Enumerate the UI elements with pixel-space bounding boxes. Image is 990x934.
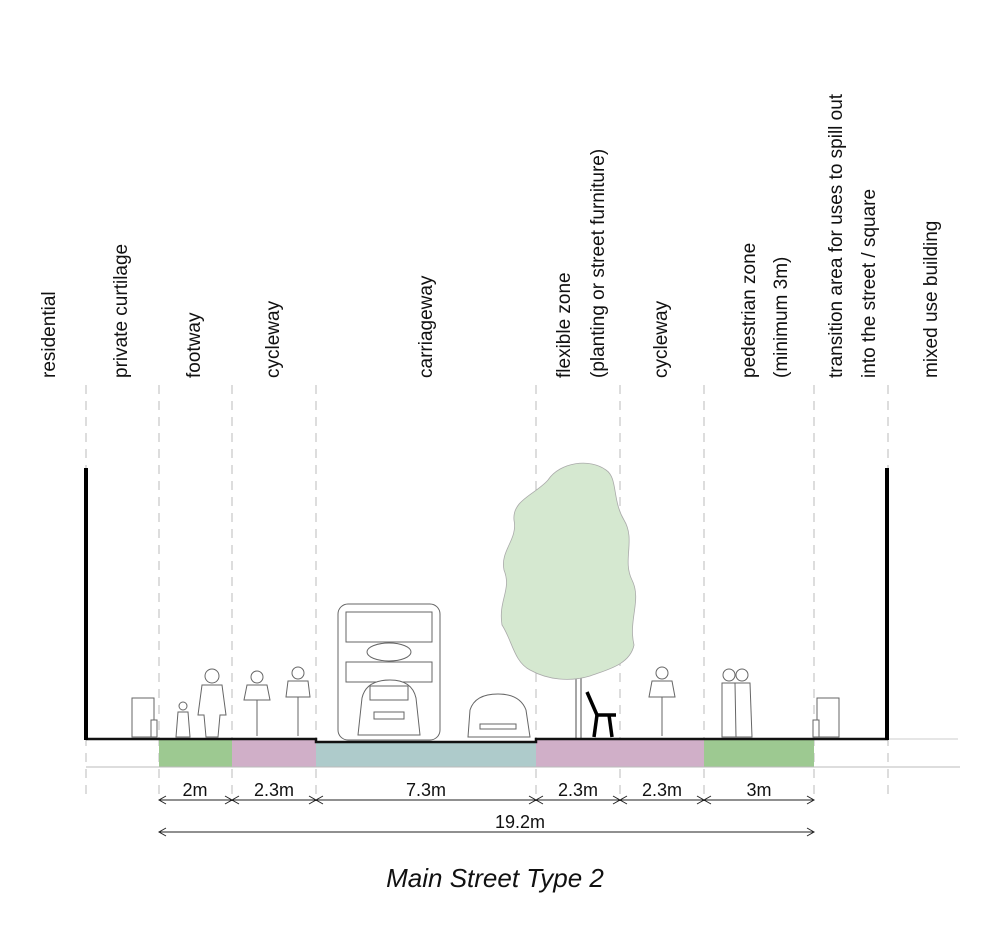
band-carriageway [316,742,536,767]
label-pedestrian-zone-note: (minimum 3m) [771,257,792,378]
label-flexible-zone: flexible zone [554,272,575,378]
cyclist-icon [243,666,676,736]
label-carriageway: carriageway [416,275,437,378]
diagram-title: Main Street Type 2 [386,863,604,893]
dim-carriageway: 7.3m [406,780,446,800]
band-flexible-cycleway [536,740,704,767]
label-transition-area-2: into the street / square [859,189,880,378]
surface-bands [86,738,960,768]
car-small-icon [467,693,531,738]
label-cycleway-left: cycleway [263,300,284,378]
boundary-posts [131,697,840,738]
band-pedestrian-zone [704,740,814,767]
dimension-labels: 2m 2.3m 7.3m 2.3m 2.3m 3m 19.2m [182,780,771,832]
dim-cycleway-left: 2.3m [254,780,294,800]
label-footway: footway [184,312,205,378]
dim-cycleway-right: 2.3m [642,780,682,800]
dim-total: 19.2m [495,812,545,832]
label-residential: residential [39,291,60,378]
car-icon [357,679,421,736]
tree [500,462,637,739]
label-flexible-zone-note: (planting or street furniture) [588,149,609,378]
label-mixed-use: mixed use building [921,221,942,378]
label-cycleway-right: cycleway [651,300,672,378]
dim-flexible-zone: 2.3m [558,780,598,800]
dim-pedestrian-zone: 3m [746,780,771,800]
bench-icon [585,691,616,738]
label-transition-area: transition area for uses to spill out [826,93,847,378]
dim-footway: 2m [182,780,207,800]
ground-line [84,468,889,744]
dimension-lines [157,795,816,837]
zone-dividers [85,385,889,800]
label-pedestrian-zone: pedestrian zone [739,243,760,378]
zone-labels: residential private curtilage footway cy… [39,93,942,378]
label-private-curtilage: private curtilage [111,244,132,378]
band-cycleway-left [232,740,316,767]
pedestrians-right-icon [721,668,753,738]
pedestrians-left-icon [175,668,227,738]
band-footway [159,740,232,767]
